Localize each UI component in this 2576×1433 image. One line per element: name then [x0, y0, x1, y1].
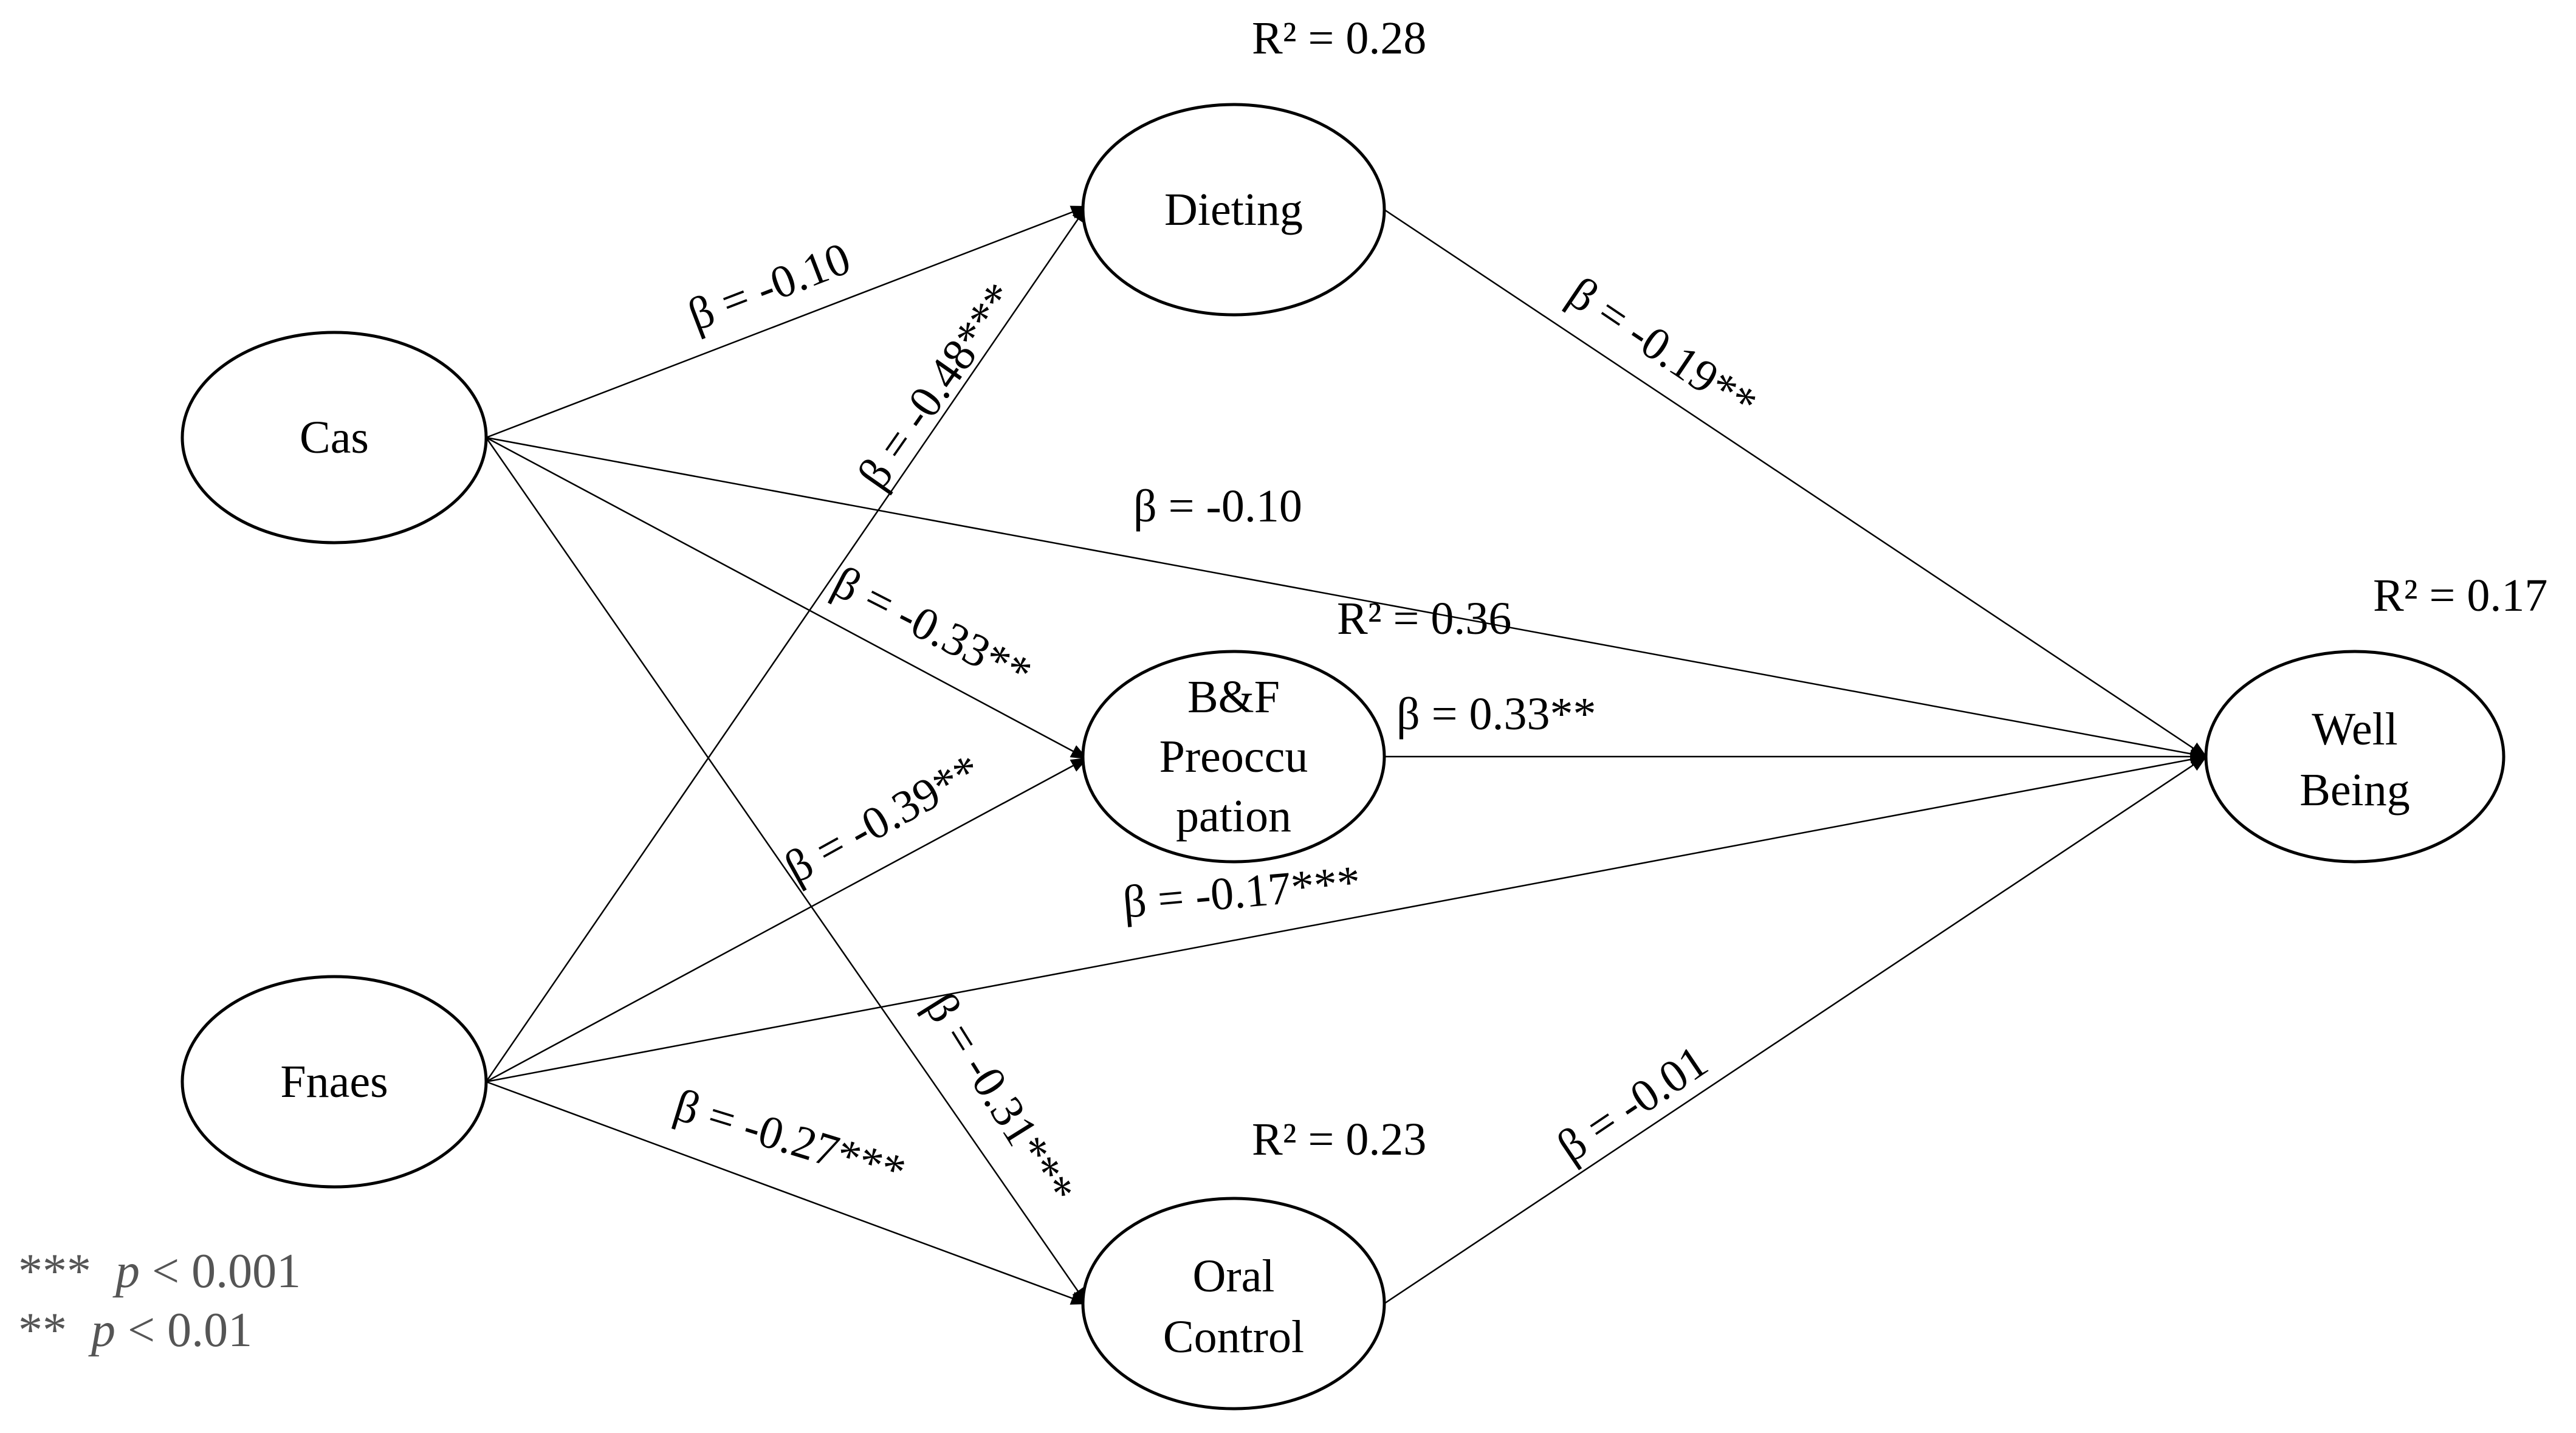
edge-label-bf-wb: β = 0.33** — [1396, 689, 1596, 740]
legend-line-2-p: p — [88, 1304, 115, 1357]
node-cas-shape — [180, 331, 488, 545]
legend-line-1-value: < 0.001 — [152, 1245, 301, 1298]
node-cas-label: Cas — [300, 412, 369, 463]
edge-label-cas-wb: β = -0.10 — [1133, 481, 1302, 532]
node-dieting: Dieting — [1081, 103, 1386, 317]
node-wb-label-line1: Well — [2312, 704, 2398, 755]
node-fnaes-label: Fnaes — [280, 1056, 388, 1107]
legend-line-1-stars: *** — [18, 1245, 91, 1298]
node-fnaes: Fnaes — [180, 975, 488, 1189]
node-wb: Well Being — [2204, 650, 2506, 864]
r2-oral: R² = 0.23 — [1252, 1114, 1426, 1165]
r2-wb: R² = 0.17 — [2373, 570, 2547, 621]
edge-cas-oral — [485, 437, 1088, 1305]
edge-dieting-wb — [1384, 208, 2208, 758]
node-bf: B&F Preoccu pation — [1081, 650, 1386, 864]
node-dieting-shape — [1081, 103, 1386, 317]
edge-label-fnaes-dieting: β = -0.48*** — [848, 274, 1026, 498]
edge-label-cas-dieting: β = -0.10 — [681, 233, 857, 341]
edge-fnaes-wb — [486, 752, 2208, 1083]
edge-cas-bf — [486, 436, 1088, 760]
edge-label-fnaes-wb: β = -0.17*** — [1121, 856, 1362, 928]
r2-bf: R² = 0.36 — [1337, 593, 1511, 644]
edge-label-dieting-wb: β = -0.19** — [1559, 267, 1765, 430]
node-bf-label-line1: B&F — [1187, 672, 1280, 723]
node-wb-label-line2: Being — [2300, 765, 2410, 816]
node-bf-shape — [1081, 650, 1386, 864]
edge-fnaes-dieting — [485, 205, 1088, 1082]
node-oral: Oral Control — [1081, 1197, 1386, 1411]
nodes: Cas Fnaes Dieting B&F Preoccu pation Ora… — [180, 103, 2506, 1411]
significance-legend: *** p < 0.001 ** p < 0.01 — [18, 1245, 301, 1357]
node-bf-label-line3: pation — [1176, 791, 1291, 842]
node-cas: Cas — [180, 331, 488, 545]
edge-oral-wb — [1384, 755, 2208, 1305]
edge-label-oral-wb: β = -0.01 — [1548, 1036, 1717, 1172]
node-wb-shape — [2204, 650, 2506, 864]
node-dieting-label: Dieting — [1164, 184, 1303, 235]
node-bf-label-line2: Preoccu — [1159, 731, 1308, 782]
r2-labels: R² = 0.28 R² = 0.36 R² = 0.23 R² = 0.17 — [1252, 13, 2547, 1165]
node-oral-label-line1: Oral — [1192, 1251, 1274, 1302]
node-oral-label-line2: Control — [1163, 1311, 1304, 1363]
edge-cas-wb — [486, 436, 2208, 761]
legend-line-1-p: p — [112, 1245, 140, 1298]
edge-cas-dieting — [486, 205, 1088, 439]
edge-label-cas-bf: β = -0.33** — [825, 556, 1039, 699]
legend-line-2-stars: ** — [18, 1304, 67, 1357]
edge-label-fnaes-oral: β = -0.27*** — [668, 1079, 911, 1198]
r2-dieting: R² = 0.28 — [1252, 13, 1426, 64]
legend-line-1: *** p < 0.001 — [18, 1245, 301, 1298]
legend-line-2-value: < 0.01 — [128, 1304, 252, 1357]
node-oral-shape — [1081, 1197, 1386, 1411]
edge-label-fnaes-bf: β = -0.39** — [777, 744, 989, 893]
legend-line-2: ** p < 0.01 — [18, 1304, 252, 1357]
node-fnaes-shape — [180, 975, 488, 1189]
edges — [485, 205, 2208, 1305]
edge-fnaes-oral — [486, 1081, 1088, 1305]
edge-fnaes-bf — [486, 757, 1088, 1083]
